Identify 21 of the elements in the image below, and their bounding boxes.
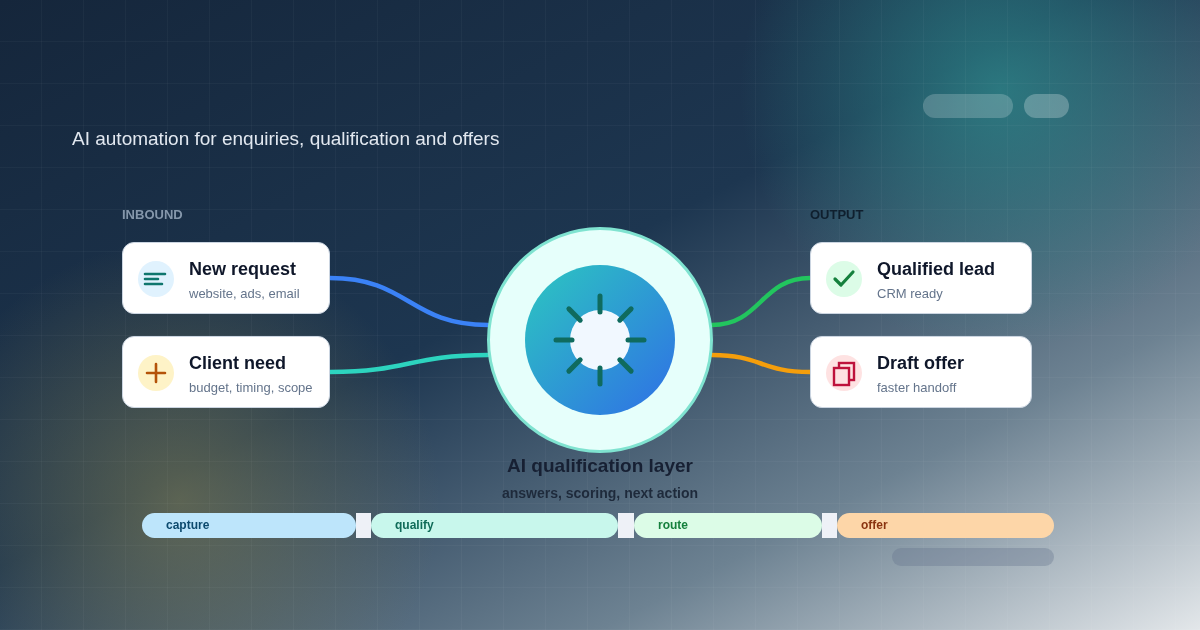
card-title: Client need bbox=[189, 353, 286, 374]
stage-pill: route bbox=[634, 513, 822, 538]
card-title: Draft offer bbox=[877, 353, 964, 374]
card bbox=[810, 242, 1032, 314]
hub-subtitle: answers, scoring, next action bbox=[500, 485, 700, 501]
card-subtitle: website, ads, email bbox=[189, 286, 300, 301]
subtitle: AI automation for enquiries, qualification and offers bbox=[72, 128, 500, 150]
card-title: Qualified lead bbox=[877, 259, 996, 280]
hub-title: AI qualification layer bbox=[506, 455, 694, 477]
card-title: New request bbox=[189, 259, 297, 280]
card bbox=[810, 336, 1032, 408]
stage-pill: qualify bbox=[371, 513, 618, 538]
stage-pill: offer bbox=[837, 513, 1054, 538]
section-label: OUTPUT bbox=[810, 207, 864, 222]
card-subtitle: budget, timing, scope bbox=[189, 380, 313, 395]
card-subtitle: CRM ready bbox=[877, 286, 943, 301]
card-subtitle: faster handoff bbox=[877, 380, 957, 395]
card bbox=[122, 336, 330, 408]
card bbox=[122, 242, 330, 314]
section-label: INBOUND bbox=[122, 207, 183, 222]
stage-pill: capture bbox=[142, 513, 356, 538]
